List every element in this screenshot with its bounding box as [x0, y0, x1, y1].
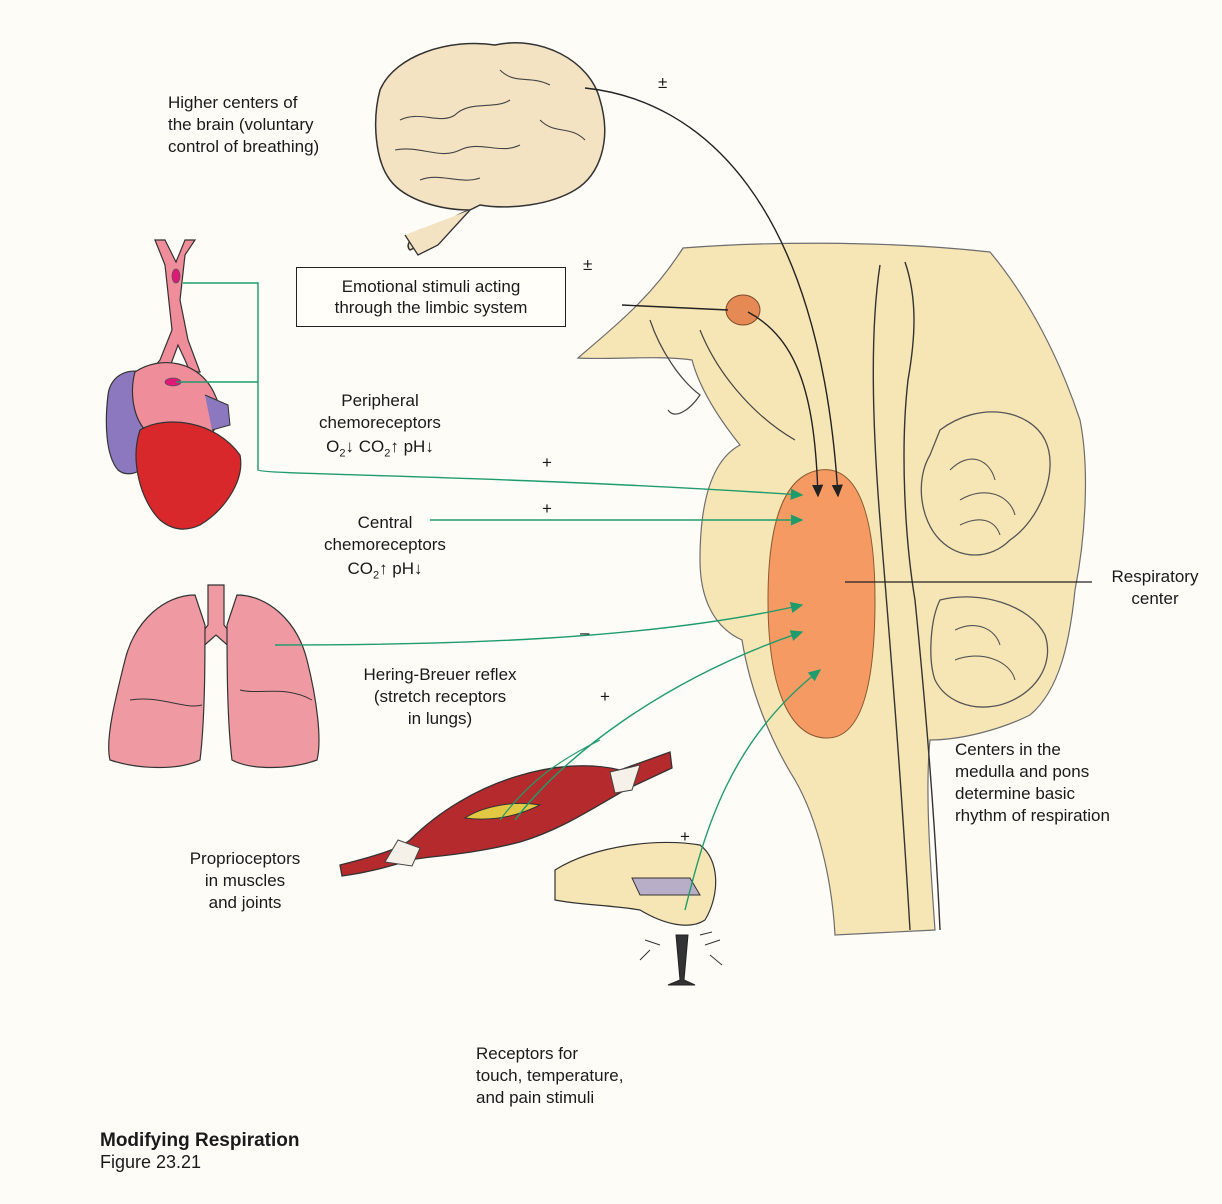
medulla-pons-label: Centers in the medulla and pons determin… — [955, 739, 1110, 827]
respiratory-center-shape — [768, 470, 875, 738]
respiratory-center-label: Respiratory center — [1090, 566, 1220, 610]
brain-sign: ± — [658, 74, 667, 92]
central-sign: + — [542, 500, 552, 518]
central-chemoreceptors-label: Central chemoreceptors — [305, 512, 465, 556]
hering-breuer-label: Hering-Breuer reflex (stretch receptors … — [340, 664, 540, 730]
peripheral-chemoreceptors-label: Peripheral chemoreceptors — [300, 390, 460, 434]
peripheral-sign: + — [542, 454, 552, 472]
proprioceptors-label: Proprioceptors in muscles and joints — [165, 848, 325, 914]
limbic-nucleus — [726, 295, 760, 325]
emotional-stimuli-box: Emotional stimuli acting through the lim… — [296, 267, 566, 327]
limbic-sign: ± — [583, 256, 592, 274]
peripheral-values-label: O2↓ CO2↑ pH↓ — [300, 436, 460, 464]
touch-receptors-label: Receptors for touch, temperature, and pa… — [476, 1043, 623, 1109]
touch-sign: + — [680, 828, 690, 846]
caption-title: Modifying Respiration — [100, 1130, 300, 1152]
caption-figure-number: Figure 23.21 — [100, 1152, 201, 1173]
muscle-sign: + — [600, 688, 610, 706]
higher-centers-label: Higher centers of the brain (voluntary c… — [168, 92, 319, 158]
central-values-label: CO2↑ pH↓ — [305, 558, 465, 586]
lungs-illustration — [109, 585, 319, 768]
lungs-sign: – — [580, 624, 589, 642]
brain-illustration — [376, 43, 605, 255]
